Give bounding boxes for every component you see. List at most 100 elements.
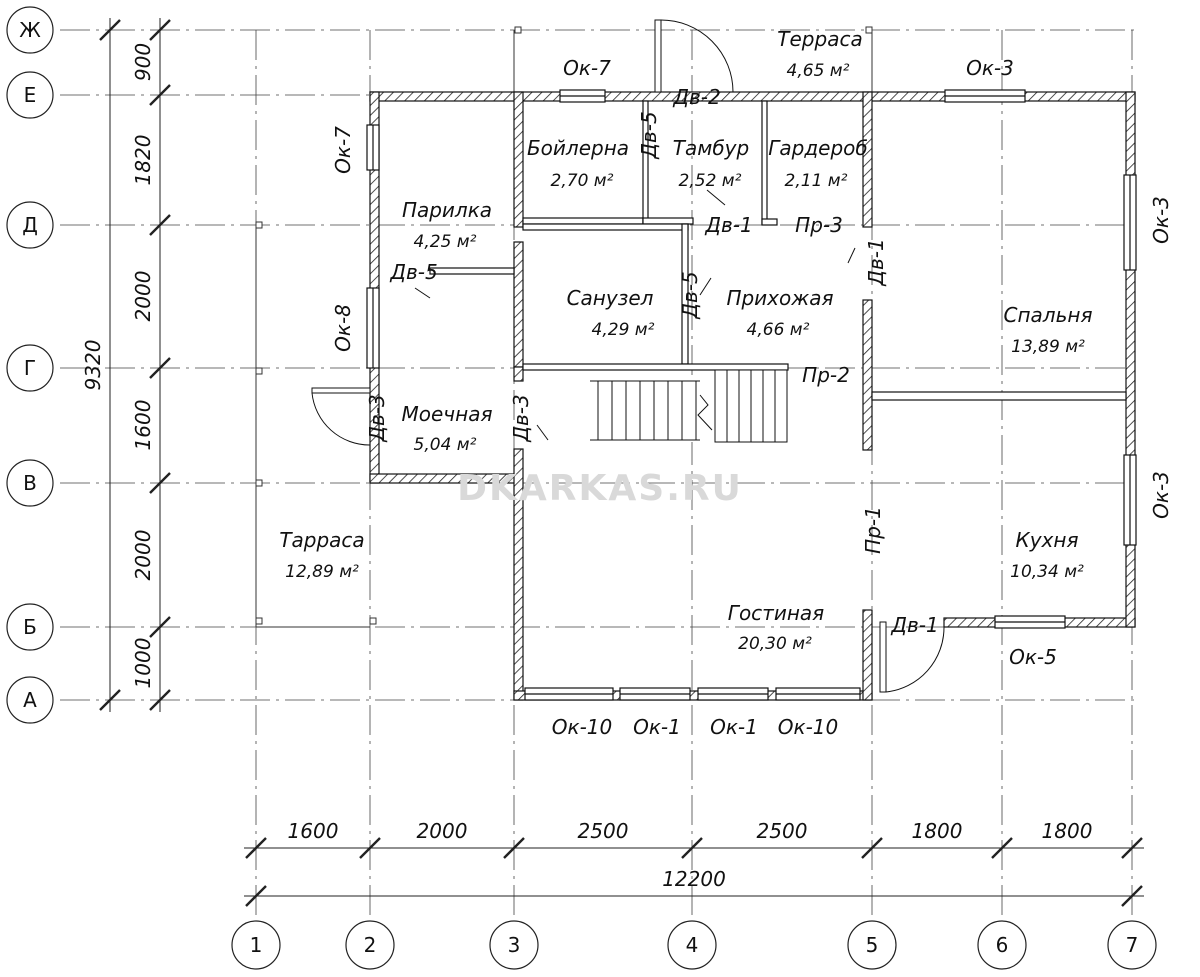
opening-mark: Пр-2 bbox=[802, 363, 850, 387]
col-axis-label: 3 bbox=[508, 933, 521, 957]
leader-ticks bbox=[414, 189, 856, 441]
dim-vertical: 900 bbox=[131, 43, 155, 81]
row-axis-label: Б bbox=[23, 615, 37, 639]
room-area: 4,25 м² bbox=[414, 232, 477, 252]
row-axis-b: Б bbox=[6, 603, 54, 651]
opening-marks: Ок-7 Ок-3 Дв-2 Ок-7 Дв-5 Дв-1 Пр-3 Дв-1 … bbox=[331, 56, 1173, 739]
dim-horizontal: 1600 bbox=[288, 819, 339, 843]
dim-vertical: 2000 bbox=[131, 271, 155, 322]
window-mark: Ок-3 bbox=[1149, 196, 1173, 244]
dim-horizontal: 1800 bbox=[912, 819, 963, 843]
dim-total-vertical: 9320 bbox=[81, 340, 105, 391]
room-name: Спальня bbox=[1004, 303, 1093, 327]
room-name: Гостиная bbox=[728, 601, 824, 625]
dim-total-horizontal: 12200 bbox=[662, 867, 726, 891]
opening-mark: Пр-1 bbox=[861, 506, 885, 554]
room-name: Парилка bbox=[402, 198, 492, 222]
dim-vertical: 1000 bbox=[131, 638, 155, 689]
col-axis-label: 5 bbox=[866, 933, 879, 957]
window-mark: Ок-7 bbox=[563, 56, 611, 80]
room-area: 10,34 м² bbox=[1010, 562, 1084, 582]
col-axis-2: 2 bbox=[345, 920, 395, 970]
row-axis-zh: Ж bbox=[6, 6, 54, 54]
row-axis-markers: Ж Е Д Г В Б А bbox=[6, 6, 54, 724]
windows bbox=[366, 89, 1137, 701]
terrace-outlines bbox=[255, 26, 873, 628]
row-axis-label: Д bbox=[22, 213, 38, 237]
door-mark: Дв-1 bbox=[890, 613, 938, 637]
room-area: 12,89 м² bbox=[285, 562, 359, 582]
door-mark: Дв-5 bbox=[678, 271, 702, 319]
row-axis-label: Г bbox=[24, 356, 36, 380]
doors bbox=[311, 19, 945, 693]
room-name: Бойлерна bbox=[527, 136, 629, 160]
window-mark: Ок-5 bbox=[1009, 645, 1057, 669]
room-area: 2,52 м² bbox=[679, 171, 742, 191]
dim-horizontal: 2500 bbox=[578, 819, 629, 843]
col-axis-7: 7 bbox=[1107, 920, 1157, 970]
row-axis-label: Е bbox=[24, 83, 37, 107]
door-mark: Дв-2 bbox=[672, 85, 720, 109]
opening-mark: Пр-3 bbox=[795, 213, 843, 237]
col-axis-label: 7 bbox=[1126, 933, 1139, 957]
room-area: 4,29 м² bbox=[592, 320, 655, 340]
window-mark: Ок-8 bbox=[331, 304, 355, 352]
room-name: Тамбур bbox=[673, 136, 749, 160]
room-name: Моечная bbox=[402, 402, 493, 426]
col-axis-label: 1 bbox=[250, 933, 263, 957]
room-name: Гардероб bbox=[768, 136, 868, 160]
room-name: Тарраса bbox=[279, 528, 364, 552]
col-axis-label: 2 bbox=[364, 933, 377, 957]
room-area: 13,89 м² bbox=[1011, 337, 1085, 357]
room-area: 20,30 м² bbox=[738, 634, 812, 654]
row-axis-d: Д bbox=[6, 201, 54, 249]
window-mark: Ок-3 bbox=[1149, 471, 1173, 519]
window-mark: Ок-10 bbox=[552, 715, 613, 739]
row-axis-g: Г bbox=[6, 344, 54, 392]
dim-horizontal: 2500 bbox=[757, 819, 808, 843]
dim-vertical: 1600 bbox=[131, 400, 155, 451]
room-area: 4,66 м² bbox=[747, 320, 810, 340]
door-mark: Дв-1 bbox=[864, 238, 888, 286]
window-mark: Ок-10 bbox=[778, 715, 839, 739]
stair bbox=[590, 369, 788, 443]
window-mark: Ок-3 bbox=[966, 56, 1014, 80]
row-axis-label: В bbox=[23, 471, 37, 495]
room-name: Кухня bbox=[1016, 528, 1079, 552]
row-axis-label: А bbox=[23, 688, 37, 712]
room-name: Прихожая bbox=[726, 286, 833, 310]
door-mark: Дв-1 bbox=[704, 213, 752, 237]
room-name: Санузел bbox=[567, 286, 654, 310]
room-area: 2,70 м² bbox=[551, 171, 614, 191]
window-mark: Ок-1 bbox=[633, 715, 681, 739]
vertical-dimensions bbox=[99, 18, 171, 712]
col-axis-3: 3 bbox=[489, 920, 539, 970]
door-mark: Дв-5 bbox=[637, 111, 661, 159]
door-mark: Дв-3 bbox=[365, 394, 389, 442]
room-labels: Терраса 4,65 м² Бойлерна 2,70 м² Тамбур … bbox=[279, 27, 1092, 654]
row-axis-v: В bbox=[6, 459, 54, 507]
col-axis-label: 6 bbox=[996, 933, 1009, 957]
col-axis-label: 4 bbox=[686, 933, 699, 957]
col-axis-6: 6 bbox=[977, 920, 1027, 970]
watermark: DKARKAS.RU bbox=[457, 468, 743, 509]
dim-vertical: 2000 bbox=[131, 530, 155, 581]
dim-horizontal: 2000 bbox=[417, 819, 468, 843]
room-area: 5,04 м² bbox=[414, 435, 477, 455]
col-axis-5: 5 bbox=[847, 920, 897, 970]
partitions bbox=[429, 100, 1127, 401]
door-mark: Дв-5 bbox=[389, 260, 437, 284]
row-axis-label: Ж bbox=[19, 18, 41, 42]
room-name: Терраса bbox=[777, 27, 862, 51]
row-axis-e: Е bbox=[6, 71, 54, 119]
column-axis-markers: 1 2 3 4 5 6 7 bbox=[231, 920, 1157, 970]
room-area: 2,11 м² bbox=[785, 171, 848, 191]
room-area: 4,65 м² bbox=[787, 61, 850, 81]
door-mark: Дв-3 bbox=[509, 394, 533, 442]
horizontal-dimensions bbox=[244, 837, 1144, 907]
col-axis-4: 4 bbox=[667, 920, 717, 970]
row-axis-a: А bbox=[6, 676, 54, 724]
dim-horizontal: 1800 bbox=[1042, 819, 1093, 843]
